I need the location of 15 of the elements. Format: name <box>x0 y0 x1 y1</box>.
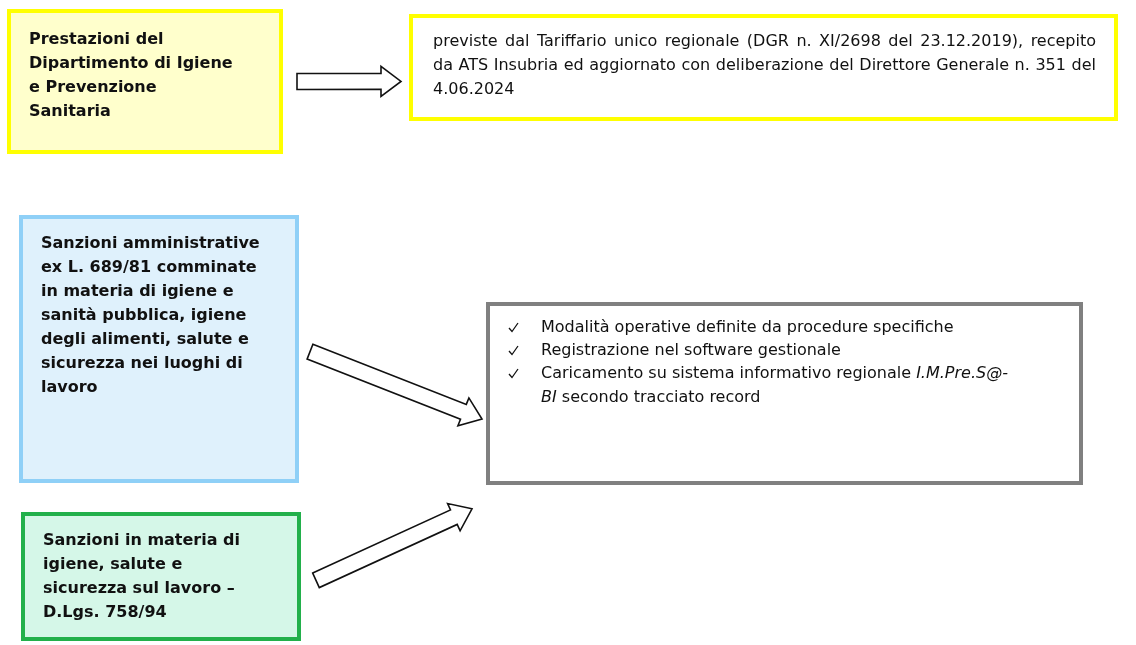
list-item-text: Modalità operative definite da procedure specifiche <box>541 316 954 338</box>
text-box <box>19 215 299 483</box>
box-text: Sanzioni in materia di igiene, salute e sicurezza sul lavoro – D.Lgs. 758/94 <box>43 529 242 623</box>
text-box <box>7 9 283 154</box>
block-arrow <box>311 502 474 589</box>
text-box <box>21 512 301 641</box>
text-box <box>409 14 1118 121</box>
block-arrow <box>296 64 403 98</box>
list-item-text: Registrazione nel software gestionale <box>541 339 841 362</box>
box-text: Sanzioni amministrative ex L. 689/81 comminate in materia di igiene e sanità pubblica, igiene degli alimenti, salute e sicurezza nei luoghi di lavoro <box>41 232 261 398</box>
box-text: previste dal Tariffario unico regionale (DGR n. XI/2698 del 23.12.2019), recepito da ATS Insubria ed aggiornato con deliberazione del Direttore Generale n. 351 del 4.06.2024 <box>433 30 1096 100</box>
list-item-text: Caricamento su sistema informativo regionale I.M.Pre.S@-BI secondo tracciato record <box>541 362 1009 408</box>
box-text: Prestazioni del Dipartimento di Igiene e Prevenzione Sanitaria <box>29 28 234 122</box>
block-arrow <box>306 343 484 427</box>
text-box <box>486 302 1083 485</box>
